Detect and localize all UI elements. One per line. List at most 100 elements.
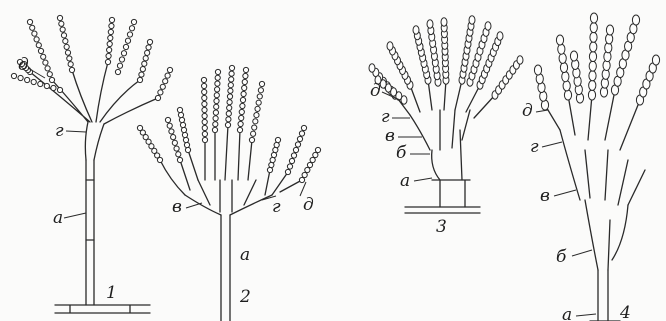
conidium [302,172,307,177]
conidium [301,125,306,130]
conidium [257,94,262,99]
conidium [139,72,144,77]
fig2-number: 2 [239,287,251,307]
conidium [243,67,248,72]
conidium [225,122,230,127]
conidium [57,87,62,92]
conidium [589,61,596,71]
conidium [202,137,207,142]
conidium [178,112,183,117]
conidium [227,105,232,110]
conidium [256,100,261,105]
fig1-label-g: г [55,121,64,141]
conidium [202,125,207,130]
conidium [441,18,447,26]
conidium [534,65,541,75]
conidium [254,113,259,118]
conidium [69,67,74,72]
conidium [238,121,243,126]
conidium [11,73,16,78]
conidium [184,142,189,147]
conidium [179,117,184,122]
conidium [36,43,41,48]
conidium [38,48,43,53]
conidium [202,113,207,118]
fig2-label-g: г [272,197,281,217]
conidium [240,103,245,108]
conidium [129,26,134,31]
conidium [167,67,172,72]
conidium [241,91,246,96]
conidium [214,104,219,109]
conidium [497,32,503,40]
conidium [119,57,124,62]
conidium [239,115,244,120]
fig4-label-a: а [562,305,572,321]
conidium [275,137,280,142]
fig4-label-b: б [556,247,567,267]
conidium [106,53,111,58]
fig3-label-a: а [400,171,410,191]
conidium [289,158,294,163]
conidium [369,64,375,72]
conidium [202,95,207,100]
conidium [269,162,274,167]
conidium [563,81,570,91]
conidium [59,21,64,26]
conidiophore-3 [369,16,523,213]
conidium [45,66,50,71]
conidium [387,42,393,50]
conidium [556,35,563,45]
conidium [182,132,187,137]
conidium [107,41,112,46]
fig2-label-a: а [240,245,250,265]
conidium [49,77,54,82]
conidium [215,69,220,74]
conidium [215,87,220,92]
fig3-label-b: б [396,143,407,163]
conidium [485,22,491,30]
conidium [163,79,168,84]
conidium [589,71,596,81]
conidium [307,162,312,167]
conidium [227,100,232,105]
conidium [226,111,231,116]
conidium [43,60,48,65]
conidium [251,131,256,136]
conidium [174,146,179,151]
conidium [560,62,567,72]
conidiophore-2 [137,65,320,321]
conidium [313,152,318,157]
conidium [183,137,188,142]
conidium [165,73,170,78]
conidium [47,72,52,77]
conidium [147,39,152,44]
conidium [214,98,219,103]
conidium [137,125,142,130]
conidium [125,38,130,43]
conidium [41,54,46,59]
fig1-number: 1 [106,283,117,303]
conidium [297,136,302,141]
conidium [137,77,142,82]
conidium [180,122,185,127]
conidium [215,81,220,86]
conidium [202,101,207,106]
conidium [140,67,145,72]
conidium [590,23,597,33]
fig4-number: 4 [619,303,631,321]
conidium [558,44,565,54]
conidium [108,35,113,40]
conidium [25,77,30,82]
conidium [229,77,234,82]
conidium [214,93,219,98]
conidium [158,90,163,95]
fig3-label-g: г [381,107,390,127]
conidium [117,63,122,68]
conidium [590,32,597,42]
conidium [305,167,310,172]
conidium [240,97,245,102]
conidium [109,17,114,22]
